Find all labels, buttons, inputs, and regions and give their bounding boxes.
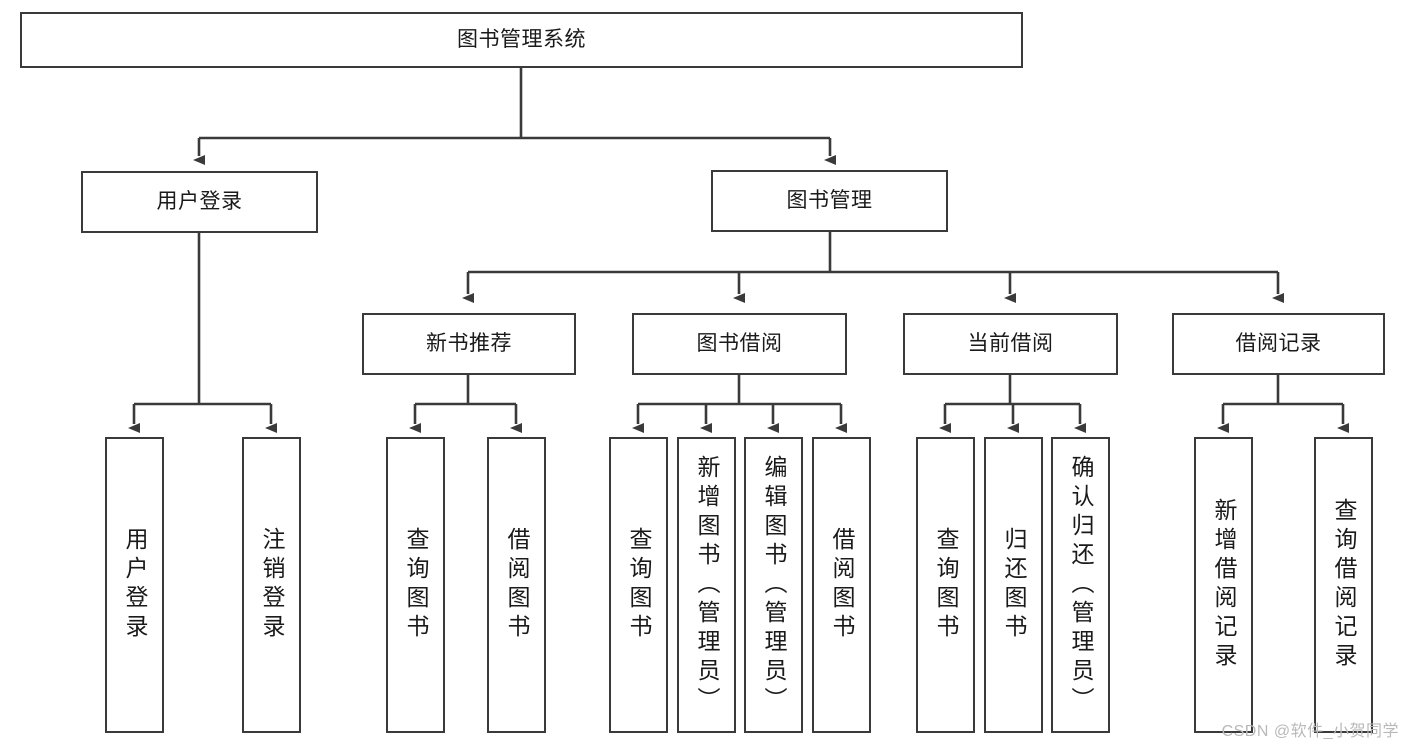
leaf-borrow-book-1[interactable]: 借阅图书 (487, 437, 546, 733)
node-current-borrow[interactable]: 当前借阅 (903, 313, 1118, 375)
leaf-logout-label: 注销登录 (259, 527, 285, 643)
node-new-book-rec-label: 新书推荐 (426, 331, 512, 355)
node-borrow-record[interactable]: 借阅记录 (1172, 313, 1385, 375)
leaf-edit-book-label: 编辑图书（管理员） (761, 454, 787, 716)
leaf-add-book-label: 新增图书（管理员） (694, 454, 720, 716)
node-borrow-record-label: 借阅记录 (1235, 331, 1322, 355)
csdn-watermark: CSDN @软件_小贺同学 (1221, 723, 1399, 740)
leaf-query-book-3-label: 查询图书 (933, 527, 959, 643)
node-user-login[interactable]: 用户登录 (81, 171, 318, 233)
leaf-return-book-label: 归还图书 (1001, 527, 1027, 643)
node-new-book-rec[interactable]: 新书推荐 (362, 313, 576, 375)
leaf-borrow-book-1-label: 借阅图书 (504, 527, 530, 643)
leaf-return-book[interactable]: 归还图书 (984, 437, 1043, 733)
leaf-query-book-3[interactable]: 查询图书 (916, 437, 975, 733)
node-current-borrow-label: 当前借阅 (967, 331, 1054, 355)
leaf-query-record[interactable]: 查询借阅记录 (1314, 437, 1373, 733)
node-book-borrow[interactable]: 图书借阅 (632, 313, 847, 375)
leaf-edit-book[interactable]: 编辑图书（管理员） (744, 437, 803, 733)
leaf-add-record-label: 新增借阅记录 (1211, 498, 1237, 672)
leaf-query-book-1-label: 查询图书 (403, 527, 429, 643)
node-book-manage[interactable]: 图书管理 (711, 170, 948, 232)
leaf-confirm-return[interactable]: 确认归还（管理员） (1051, 437, 1110, 733)
leaf-borrow-book-2-label: 借阅图书 (829, 527, 855, 643)
leaf-borrow-book-2[interactable]: 借阅图书 (812, 437, 871, 733)
node-user-login-label: 用户登录 (156, 189, 243, 213)
leaf-query-book-2[interactable]: 查询图书 (609, 437, 668, 733)
leaf-user-login[interactable]: 用户登录 (105, 437, 164, 733)
node-root-label: 图书管理系统 (457, 27, 586, 51)
node-book-borrow-label: 图书借阅 (696, 331, 783, 355)
node-root[interactable]: 图书管理系统 (20, 12, 1023, 68)
leaf-logout[interactable]: 注销登录 (242, 437, 301, 733)
node-book-manage-label: 图书管理 (786, 188, 873, 212)
leaf-add-record[interactable]: 新增借阅记录 (1194, 437, 1253, 733)
leaf-add-book[interactable]: 新增图书（管理员） (677, 437, 736, 733)
leaf-query-record-label: 查询借阅记录 (1331, 498, 1357, 672)
leaf-confirm-return-label: 确认归还（管理员） (1068, 454, 1094, 716)
leaf-user-login-label: 用户登录 (122, 527, 148, 643)
leaf-query-book-2-label: 查询图书 (626, 527, 652, 643)
leaf-query-book-1[interactable]: 查询图书 (386, 437, 445, 733)
